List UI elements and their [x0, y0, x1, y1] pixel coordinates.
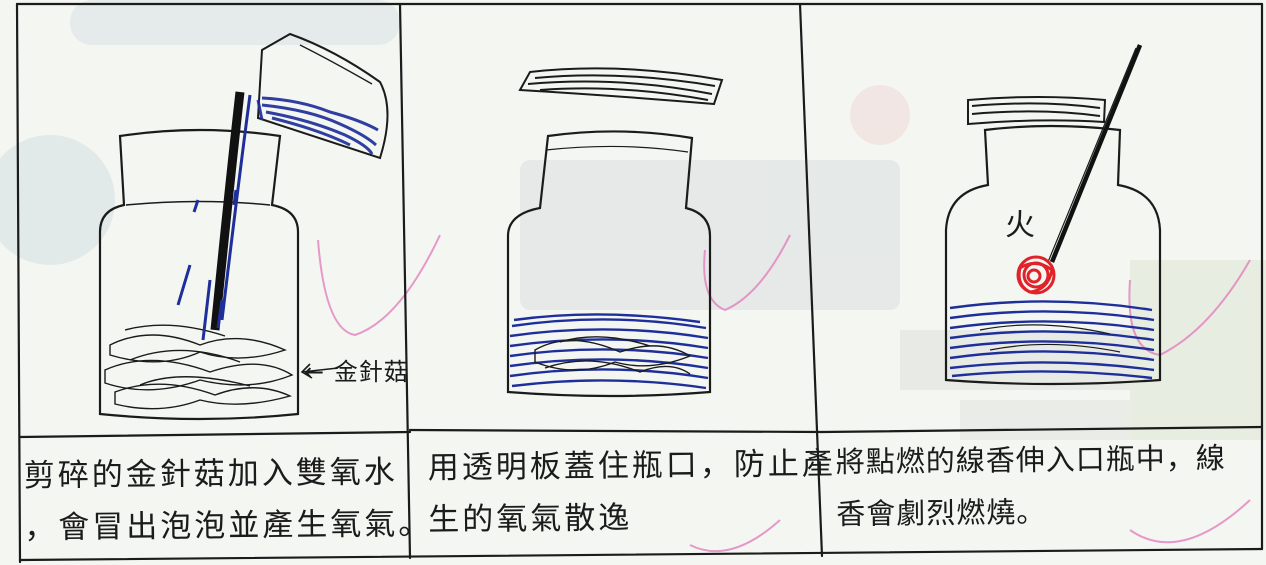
- panel-frame: [15, 2, 1264, 564]
- liquid-blue-3: [949, 300, 1155, 380]
- panel-1-caption: 剪碎的金針菇加入雙氧水 ，會冒出泡泡並產生氧氣。: [23, 446, 433, 554]
- jar-1: [98, 128, 300, 421]
- incense-stick: [1049, 44, 1143, 263]
- panel-2-caption-line-2: 生的氧氣散逸: [428, 499, 633, 539]
- mushroom-scribble-2: [534, 336, 692, 375]
- panel-2-caption: 用透明板蓋住瓶口，防止產 生的氧氣散逸: [427, 438, 836, 546]
- panel-3-drawing: [944, 44, 1162, 386]
- pour-stream: [210, 91, 245, 331]
- transparent-plate: [518, 67, 724, 106]
- plate-3: [967, 96, 1107, 126]
- peroxide-fill: [256, 96, 379, 155]
- panel-3-caption-line-1: 將點燃的線香伸入口瓶中，線: [835, 440, 1226, 480]
- panel-2-drawing: [506, 67, 724, 398]
- mushroom-scribble: [104, 324, 294, 410]
- flame: [1016, 255, 1056, 295]
- liquid-blue-2: [509, 313, 709, 390]
- panel-1-drawing: [98, 32, 389, 421]
- bleed-through: [0, 0, 1266, 440]
- panel-1-caption-line-1: 剪碎的金針菇加入雙氧水: [23, 454, 398, 495]
- panel-3-caption-line-2: 香會劇烈燃燒。: [836, 494, 1047, 532]
- panel-1-caption-line-2: ，會冒出泡泡並產生氧氣。: [24, 505, 433, 547]
- fire-label: 火: [1005, 208, 1035, 243]
- mushroom-label: ← 金針菇: [304, 358, 409, 386]
- panel-2-caption-line-1: 用透明板蓋住瓶口，防止產: [427, 445, 836, 487]
- peroxide-drops: [176, 94, 252, 341]
- jar-2: [506, 130, 712, 398]
- jar-3: [944, 124, 1162, 386]
- pointer-arrow: [300, 363, 339, 379]
- beaker: [256, 32, 389, 160]
- panel-3-caption: 將點燃的線香伸入口瓶中，線 香會劇烈燃燒。: [835, 432, 1226, 540]
